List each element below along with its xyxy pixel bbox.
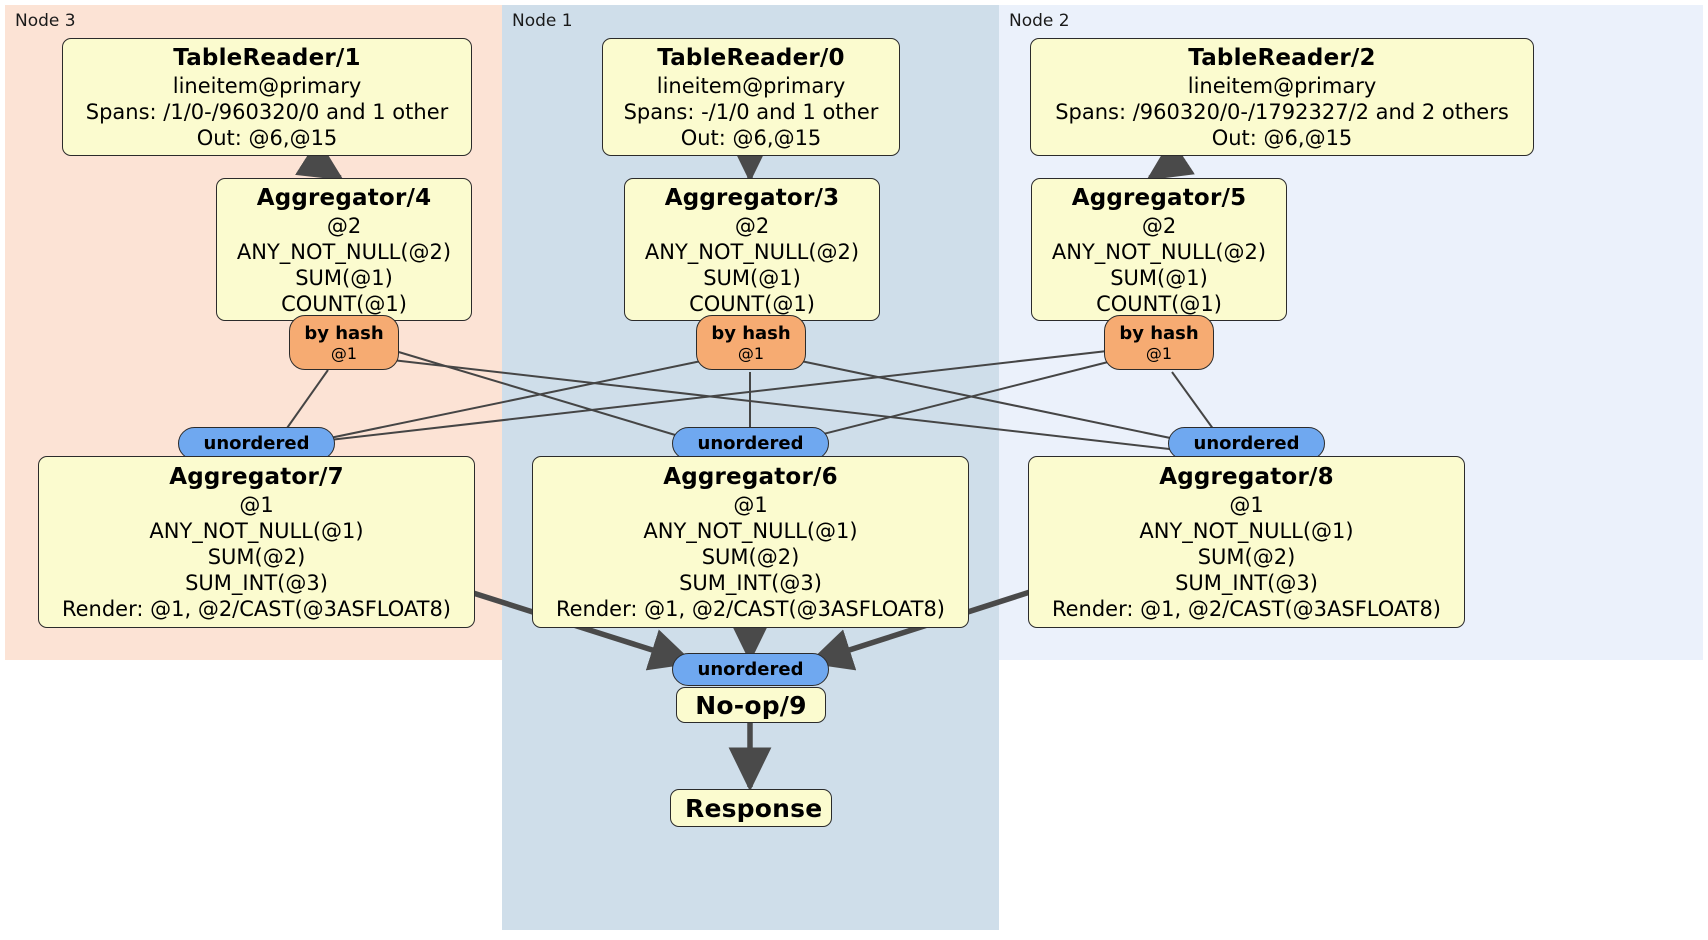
processor-line: @2 [734, 213, 770, 238]
processor-table-reader-0[interactable]: TableReader/0 lineitem@primary Spans: -/… [602, 38, 900, 156]
processor-line: Out: @6,@15 [680, 126, 822, 150]
router-title: unordered [697, 433, 804, 454]
router-title: unordered [203, 433, 310, 454]
processor-line: SUM_INT(@3) [1175, 571, 1318, 595]
processor-line: COUNT(@1) [689, 291, 815, 316]
node-label-node2: Node 2 [1009, 11, 1070, 31]
router-unordered-left[interactable]: unordered [178, 427, 335, 460]
processor-line: Render: @1, @2/CAST(@3ASFLOAT8) [61, 597, 452, 621]
processor-aggregator-7[interactable]: Aggregator/7 @1 ANY_NOT_NULL(@1) SUM(@2)… [38, 456, 475, 628]
processor-line: SUM_INT(@3) [185, 571, 328, 595]
processor-line: Out: @6,@15 [196, 126, 338, 150]
processor-line: lineitem@primary [172, 74, 362, 98]
node-label-node1: Node 1 [512, 11, 573, 31]
router-unordered-center[interactable]: unordered [672, 427, 829, 460]
processor-line: ANY_NOT_NULL(@2) [644, 239, 860, 264]
processor-title: Response [685, 793, 823, 823]
processor-aggregator-3[interactable]: Aggregator/3 @2 ANY_NOT_NULL(@2) SUM(@1)… [624, 178, 880, 321]
processor-title: No-op/9 [695, 690, 807, 720]
processor-line: SUM(@2) [1197, 545, 1296, 569]
processor-line: @1 [239, 493, 274, 517]
router-unordered-right[interactable]: unordered [1168, 427, 1325, 460]
processor-title: Aggregator/6 [663, 464, 838, 490]
router-title: unordered [697, 659, 804, 680]
router-subtitle: @1 [1145, 343, 1173, 363]
processor-line: ANY_NOT_NULL(@1) [1139, 519, 1354, 543]
processor-title: TableReader/1 [173, 45, 361, 71]
processor-line: @1 [1229, 493, 1264, 517]
processor-aggregator-6[interactable]: Aggregator/6 @1 ANY_NOT_NULL(@1) SUM(@2)… [532, 456, 969, 628]
processor-line: lineitem@primary [1187, 74, 1377, 98]
router-subtitle: @1 [330, 343, 358, 363]
processor-line: @2 [1141, 213, 1177, 238]
processor-line: SUM(@1) [703, 265, 801, 290]
router-title: by hash [1119, 322, 1199, 344]
processor-line: ANY_NOT_NULL(@2) [1051, 239, 1267, 264]
processor-line: Out: @6,@15 [1211, 126, 1353, 150]
processor-line: ANY_NOT_NULL(@1) [643, 519, 858, 543]
processor-title: TableReader/0 [657, 45, 845, 71]
processor-line: Spans: -/1/0 and 1 other [623, 100, 879, 124]
processor-response[interactable]: Response [670, 789, 832, 827]
processor-table-reader-1[interactable]: TableReader/1 lineitem@primary Spans: /1… [62, 38, 472, 156]
processor-line: @2 [326, 213, 362, 238]
router-title: by hash [304, 322, 384, 344]
router-title: by hash [711, 322, 791, 344]
processor-line: @1 [733, 493, 768, 517]
processor-line: ANY_NOT_NULL(@2) [236, 239, 452, 264]
processor-title: Aggregator/4 [256, 184, 432, 211]
router-by-hash-right[interactable]: by hash @1 [1104, 315, 1214, 370]
node-label-node3: Node 3 [15, 11, 76, 31]
processor-title: Aggregator/5 [1071, 184, 1247, 211]
processor-line: Spans: /1/0-/960320/0 and 1 other [85, 100, 449, 124]
processor-line: Spans: /960320/0-/1792327/2 and 2 others [1055, 100, 1509, 124]
router-title: unordered [1193, 433, 1300, 454]
router-by-hash-center[interactable]: by hash @1 [696, 315, 806, 370]
router-subtitle: @1 [737, 343, 765, 363]
processor-title: TableReader/2 [1188, 45, 1376, 71]
processor-title: Aggregator/7 [169, 464, 344, 490]
processor-line: SUM(@1) [295, 265, 393, 290]
router-by-hash-left[interactable]: by hash @1 [289, 315, 399, 370]
processor-line: COUNT(@1) [1096, 291, 1222, 316]
processor-line: ANY_NOT_NULL(@1) [149, 519, 364, 543]
processor-title: Aggregator/8 [1159, 464, 1334, 490]
processor-aggregator-4[interactable]: Aggregator/4 @2 ANY_NOT_NULL(@2) SUM(@1)… [216, 178, 472, 321]
processor-line: SUM(@2) [701, 545, 800, 569]
processor-line: SUM(@2) [207, 545, 306, 569]
processor-noop-9[interactable]: No-op/9 [676, 687, 826, 723]
processor-line: SUM_INT(@3) [679, 571, 822, 595]
processor-title: Aggregator/3 [664, 184, 840, 211]
processor-table-reader-2[interactable]: TableReader/2 lineitem@primary Spans: /9… [1030, 38, 1534, 156]
processor-line: COUNT(@1) [281, 291, 407, 316]
processor-line: Render: @1, @2/CAST(@3ASFLOAT8) [1051, 597, 1442, 621]
processor-aggregator-8[interactable]: Aggregator/8 @1 ANY_NOT_NULL(@1) SUM(@2)… [1028, 456, 1465, 628]
router-unordered-final[interactable]: unordered [672, 653, 829, 686]
processor-aggregator-5[interactable]: Aggregator/5 @2 ANY_NOT_NULL(@2) SUM(@1)… [1031, 178, 1287, 321]
processor-line: SUM(@1) [1110, 265, 1208, 290]
processor-line: lineitem@primary [656, 74, 846, 98]
processor-line: Render: @1, @2/CAST(@3ASFLOAT8) [555, 597, 946, 621]
